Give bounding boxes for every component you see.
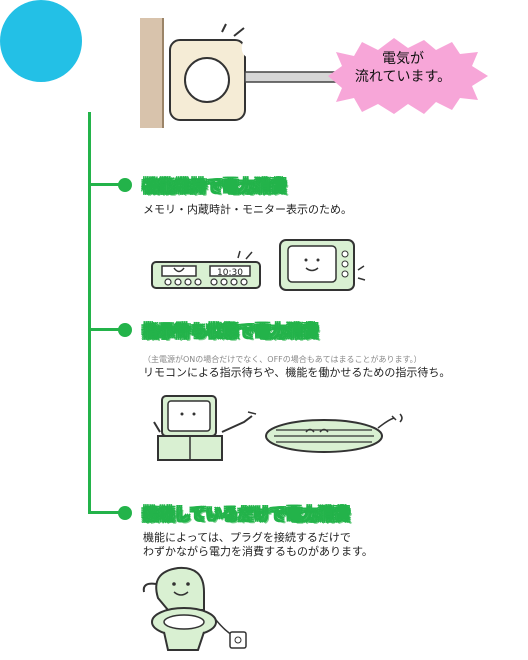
tv-deck-icon: 10:30 bbox=[151, 250, 261, 289]
burst-line-1: 電気が bbox=[382, 51, 424, 67]
microwave-icon bbox=[279, 239, 366, 291]
section-3-desc-2: わずかながら電力を消費するものがあります。 bbox=[143, 545, 373, 558]
plug-on-badge: プラグ ON bbox=[0, 0, 287, 82]
burst-line-2: 流れています。 bbox=[354, 69, 452, 85]
badge-small-label: プラグ bbox=[245, 15, 282, 29]
connector-trunk bbox=[88, 112, 91, 512]
toilet-icon bbox=[142, 566, 247, 651]
connector-branch-1 bbox=[88, 183, 124, 186]
section-1-heading: 機能維持で電力消費 bbox=[143, 177, 288, 196]
section-1-desc: メモリ・内蔵時計・モニター表示のため。 bbox=[143, 203, 352, 216]
section-3-heading: 接続しているだけで電力消費 bbox=[143, 505, 351, 524]
section-2-heading: 指示待ち状態で電力消費 bbox=[143, 322, 320, 341]
badge-on-label: ON bbox=[240, 32, 288, 65]
air-conditioner-icon bbox=[265, 413, 403, 453]
section-3-desc-1: 機能によっては、プラグを接続するだけで bbox=[143, 531, 351, 544]
connector-branch-3 bbox=[88, 511, 124, 514]
section-2-desc: リモコンによる指示待ちや、機能を働かせるための指示待ち。 bbox=[143, 366, 451, 379]
bullet-dot-3 bbox=[118, 506, 132, 520]
section-2-note: （主電源がONの場合だけでなく、OFFの場合もあてはまることがあります。） bbox=[143, 355, 422, 364]
outlet-illustration bbox=[140, 18, 340, 128]
bullet-dot-2 bbox=[118, 323, 132, 337]
connector-branch-2 bbox=[88, 328, 124, 331]
tv-stand-icon bbox=[153, 395, 257, 461]
burst-label: 電気が 流れています。 bbox=[344, 50, 462, 86]
burst-shape bbox=[328, 38, 488, 114]
bullet-dot-1 bbox=[118, 178, 132, 192]
clock-readout: 10:30 bbox=[217, 268, 243, 278]
